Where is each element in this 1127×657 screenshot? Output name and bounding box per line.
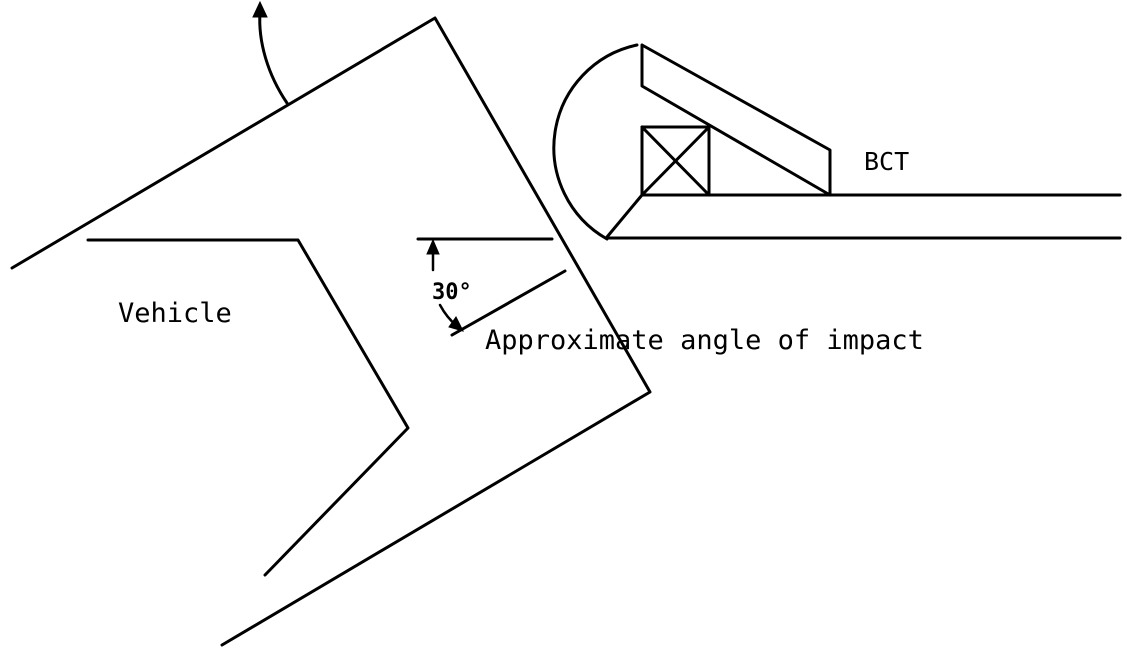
bct-strut — [605, 193, 644, 239]
bct-rounded-end — [552, 43, 639, 241]
impact-note-label: Approximate angle of impact — [485, 325, 924, 356]
impact-line — [450, 269, 567, 337]
vehicle-front-structure — [86, 238, 410, 577]
angle-arrow-lower-head — [448, 316, 464, 332]
angle-indicator: 30° — [416, 237, 567, 337]
vehicle — [10, 0, 652, 647]
bct-post-cross-b — [640, 125, 711, 197]
bct-label: BCT — [864, 147, 909, 176]
angle-arrow-upper-head — [426, 238, 440, 255]
vehicle-body-outline — [10, 16, 652, 647]
bct-post — [640, 125, 711, 197]
angle-label: 30° — [432, 280, 472, 305]
rotation-arrow — [258, 10, 289, 105]
vehicle-label: Vehicle — [118, 298, 232, 329]
bct: BCT — [552, 43, 1122, 241]
rotation-arrow-head — [252, 0, 268, 18]
bct-brace — [640, 43, 832, 197]
